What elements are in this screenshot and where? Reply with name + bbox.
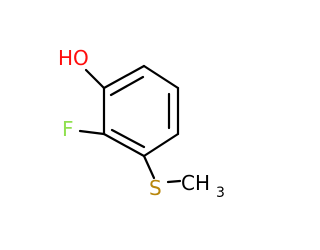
bond-c1-oh: [84, 68, 106, 90]
methyl-subscript: 3: [216, 185, 225, 201]
structure-canvas: HO F S CH 3: [58, 46, 225, 201]
double-bond-c2-c3-inner: [110, 128, 146, 149]
bond-c2-f: [78, 129, 106, 136]
fluorine-label: F: [62, 117, 74, 141]
bonds: [78, 64, 182, 184]
sulfur-label: S: [149, 176, 162, 200]
methyl-label: CH: [181, 171, 210, 195]
bond-c3-c4: [142, 132, 180, 158]
molecule-structure: HO F S CH 3: [58, 46, 225, 201]
hydroxyl-label: HO: [58, 46, 89, 70]
bond-c6-c1: [102, 64, 146, 90]
double-bond-c1-c6-inner: [109, 75, 145, 97]
bond-c2-c3: [102, 132, 146, 158]
atom-labels: HO F S CH 3: [58, 46, 225, 201]
bond-c5-c6: [142, 64, 180, 90]
bond-c3-s: [142, 154, 156, 180]
bond-s-ch3: [166, 179, 182, 184]
